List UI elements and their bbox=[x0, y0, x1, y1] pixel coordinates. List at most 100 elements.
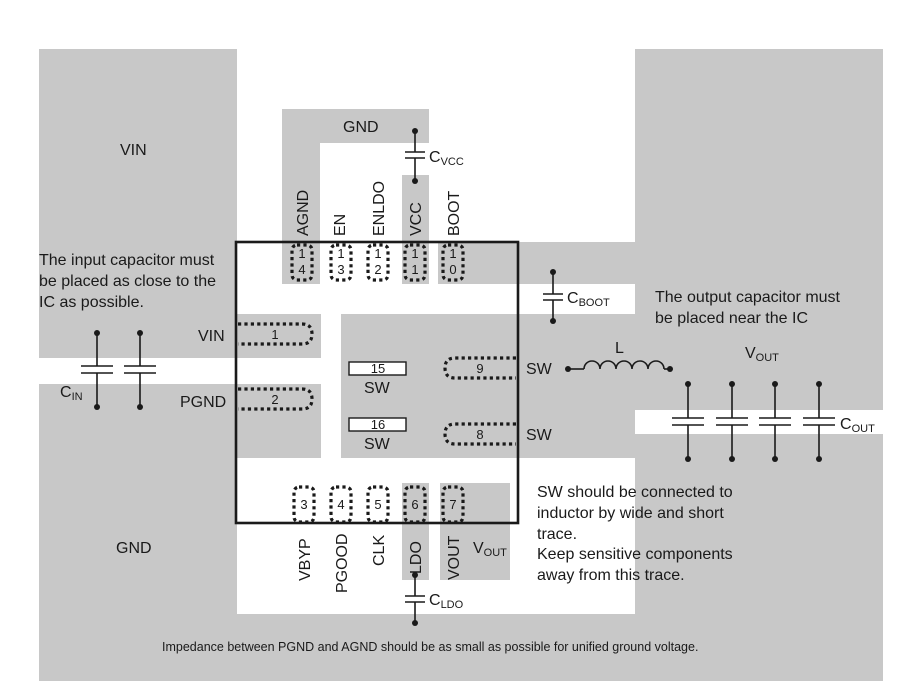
vout-region-label-main: V bbox=[745, 345, 756, 362]
inductor-label: L bbox=[615, 340, 624, 357]
cldo-capacitor: CLDO bbox=[405, 572, 464, 626]
pad-9 bbox=[443, 356, 516, 380]
pin-label-sw-9: SW bbox=[526, 361, 553, 378]
cboot-capacitor: CBOOT bbox=[543, 269, 610, 324]
cvcc-capacitor: CVCC bbox=[405, 128, 464, 184]
pad-16 bbox=[348, 417, 407, 432]
pin-label-pgood: PGOOD bbox=[334, 533, 351, 593]
pin-label-sw-8: SW bbox=[526, 427, 553, 444]
vout-plane bbox=[635, 49, 883, 410]
inductor-right-node bbox=[667, 366, 673, 372]
agnd-trace bbox=[282, 109, 320, 284]
sw-trace-note-line-5: away from this trace. bbox=[537, 567, 685, 584]
copper-planes bbox=[39, 49, 883, 681]
sw-trace-note-line-3: trace. bbox=[537, 526, 577, 543]
pin-12-digit-a: 1 bbox=[374, 246, 381, 261]
cout-label-sub: OUT bbox=[852, 423, 876, 435]
cin-capacitors: CIN bbox=[60, 330, 156, 410]
input-cap-note-line-3: IC as possible. bbox=[39, 294, 144, 311]
inductor: L bbox=[565, 340, 673, 372]
cvcc-label-sub: VCC bbox=[441, 156, 464, 168]
pin-8-number: 8 bbox=[476, 427, 483, 442]
pin-label-boot: BOOT bbox=[446, 190, 463, 236]
cout-label: COUT bbox=[840, 416, 875, 435]
vin-pin-pad bbox=[237, 314, 321, 358]
pin-6-number: 6 bbox=[411, 497, 418, 512]
pin-5-number: 5 bbox=[374, 497, 381, 512]
pin-14-digit-b: 4 bbox=[298, 262, 305, 277]
pin-label-vcc: VCC bbox=[408, 202, 425, 236]
pin-11-digit-b: 1 bbox=[411, 262, 418, 277]
pin-10-digit-b: 0 bbox=[449, 262, 456, 277]
inductor-coil bbox=[583, 360, 665, 370]
gnd-plane-right bbox=[635, 434, 883, 681]
ic-outline bbox=[234, 240, 520, 525]
cin-label-main: C bbox=[60, 384, 72, 401]
pin-label-ldo: LDO bbox=[408, 541, 425, 574]
gnd-bottom-label: GND bbox=[116, 540, 152, 557]
impedance-note: Impedance between PGND and AGND should b… bbox=[162, 640, 698, 654]
pin-13-digit-b: 3 bbox=[337, 262, 344, 277]
vout-pin-side-label-main: V bbox=[473, 540, 484, 557]
ic-pads bbox=[238, 243, 516, 524]
cout4-bottom-node bbox=[816, 456, 822, 462]
pin-11-digit-a: 1 bbox=[411, 246, 418, 261]
vin-region-label: VIN bbox=[120, 142, 147, 159]
cldo-label: CLDO bbox=[429, 592, 464, 611]
pad-8 bbox=[443, 422, 516, 446]
region-labels: VIN GND GND bbox=[116, 119, 379, 557]
pin-3-number: 3 bbox=[300, 497, 307, 512]
cout-label-main: C bbox=[840, 416, 852, 433]
sw-pad bbox=[341, 314, 635, 458]
pin-label-enldo: ENLDO bbox=[371, 181, 388, 236]
cin-label: CIN bbox=[60, 384, 83, 403]
pin-9-number: 9 bbox=[476, 361, 483, 376]
pad-15-label: SW bbox=[364, 380, 391, 397]
cldo-bottom-node bbox=[412, 620, 418, 626]
pin-label-pgnd: PGND bbox=[180, 394, 226, 411]
pin-label-clk: CLK bbox=[371, 535, 388, 566]
cin1-bottom-node bbox=[94, 404, 100, 410]
pin-label-agnd: AGND bbox=[295, 190, 312, 236]
output-cap-note-line-2: be placed near the IC bbox=[655, 310, 808, 327]
pin-label-vout: VOUT bbox=[446, 535, 463, 580]
cboot-bottom-node bbox=[550, 318, 556, 324]
pad-2 bbox=[238, 387, 314, 411]
vin-plane bbox=[39, 49, 237, 358]
vout-pin-side-label-sub: OUT bbox=[484, 547, 508, 559]
input-cap-note-line-2: be placed as close to the bbox=[39, 273, 216, 290]
pin-numbers: 1 4 1 3 1 2 1 1 1 0 1 2 9 8 15 16 3 4 5 … bbox=[271, 246, 483, 512]
pin-15-number: 15 bbox=[371, 361, 385, 376]
cin2-bottom-node bbox=[137, 404, 143, 410]
cvcc-bottom-node bbox=[412, 178, 418, 184]
pin-labels: AGND EN ENLDO VCC BOOT VIN PGND SW SW SW… bbox=[180, 181, 553, 593]
vout-pin-pad bbox=[440, 483, 510, 580]
sw-trace-note-line-2: inductor by wide and short bbox=[537, 505, 724, 522]
vout-region-label: VOUT bbox=[745, 345, 779, 364]
pgnd-pin-pad bbox=[237, 384, 321, 458]
pin-label-vin: VIN bbox=[198, 328, 225, 345]
cout-capacitors: COUT bbox=[672, 381, 875, 462]
pin-label-vbyp: VBYP bbox=[297, 538, 314, 581]
cvcc-label-main: C bbox=[429, 149, 441, 166]
sw-trace-note-line-1: SW should be connected to bbox=[537, 484, 733, 501]
pin-4-number: 4 bbox=[337, 497, 344, 512]
input-cap-note-line-1: The input capacitor must bbox=[39, 252, 215, 269]
boot-pad-area bbox=[438, 242, 635, 284]
pad-1 bbox=[238, 322, 314, 346]
cout3-bottom-node bbox=[772, 456, 778, 462]
pad-16-label: SW bbox=[364, 436, 391, 453]
sw-trace-note-line-4: Keep sensitive components bbox=[537, 546, 733, 563]
output-cap-note-line-1: The output capacitor must bbox=[655, 289, 841, 306]
notes: The input capacitor must be placed as cl… bbox=[39, 252, 841, 654]
pin-2-number: 2 bbox=[271, 392, 278, 407]
gnd-top-label: GND bbox=[343, 119, 379, 136]
cboot-label-main: C bbox=[567, 290, 579, 307]
pin-16-number: 16 bbox=[371, 417, 385, 432]
pin-13-digit-a: 1 bbox=[337, 246, 344, 261]
vout-pin-side-label: VOUT bbox=[473, 540, 507, 559]
pad-15 bbox=[348, 361, 407, 376]
vout-region-label-sub: OUT bbox=[756, 352, 780, 364]
cvcc-label: CVCC bbox=[429, 149, 464, 168]
